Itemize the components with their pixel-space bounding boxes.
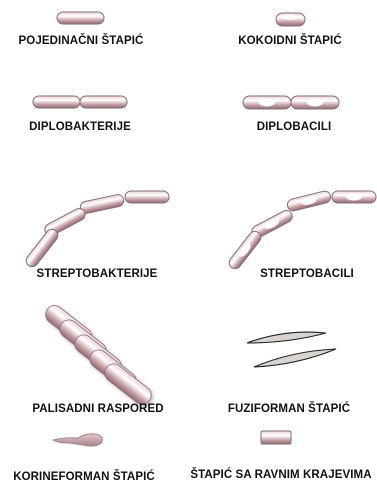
diplobacilli-icon <box>243 96 339 109</box>
label-palisade: PALISADNI RASPORED <box>24 403 172 415</box>
square-ends-rod-icon <box>261 431 291 444</box>
label-diplobacteria: DIPLOBAKTERIJE <box>22 121 138 133</box>
label-diplobacilli: DIPLOBACILI <box>246 121 342 133</box>
fusiform-icon <box>247 332 336 367</box>
palisade-icon <box>42 302 155 408</box>
single-rod-icon <box>57 12 104 24</box>
label-streptobacteria: STREPTOBAKTERIJE <box>29 268 165 280</box>
label-square-ends: ŠTAPIĆ SA RAVNIM KRAJEVIMA <box>185 469 377 481</box>
label-coccoid-rod: KOKOIDNI ŠTAPIĆ <box>230 35 350 47</box>
label-fusiform: FUZIFORMAN ŠTAPIĆ <box>222 403 356 415</box>
coccoid-rod-icon <box>276 13 305 26</box>
streptobacteria-icon <box>24 191 169 269</box>
coryneform-icon <box>53 434 102 446</box>
streptobacilli-icon <box>227 190 376 271</box>
label-single-rod: POJEDINAČNI ŠTAPIĆ <box>8 35 154 47</box>
label-streptobacilli: STREPTOBACILI <box>252 268 362 280</box>
label-coryneform: KORINEFORMAN ŠTAPIĆ <box>6 471 162 483</box>
diplobacteria-icon <box>33 96 127 108</box>
